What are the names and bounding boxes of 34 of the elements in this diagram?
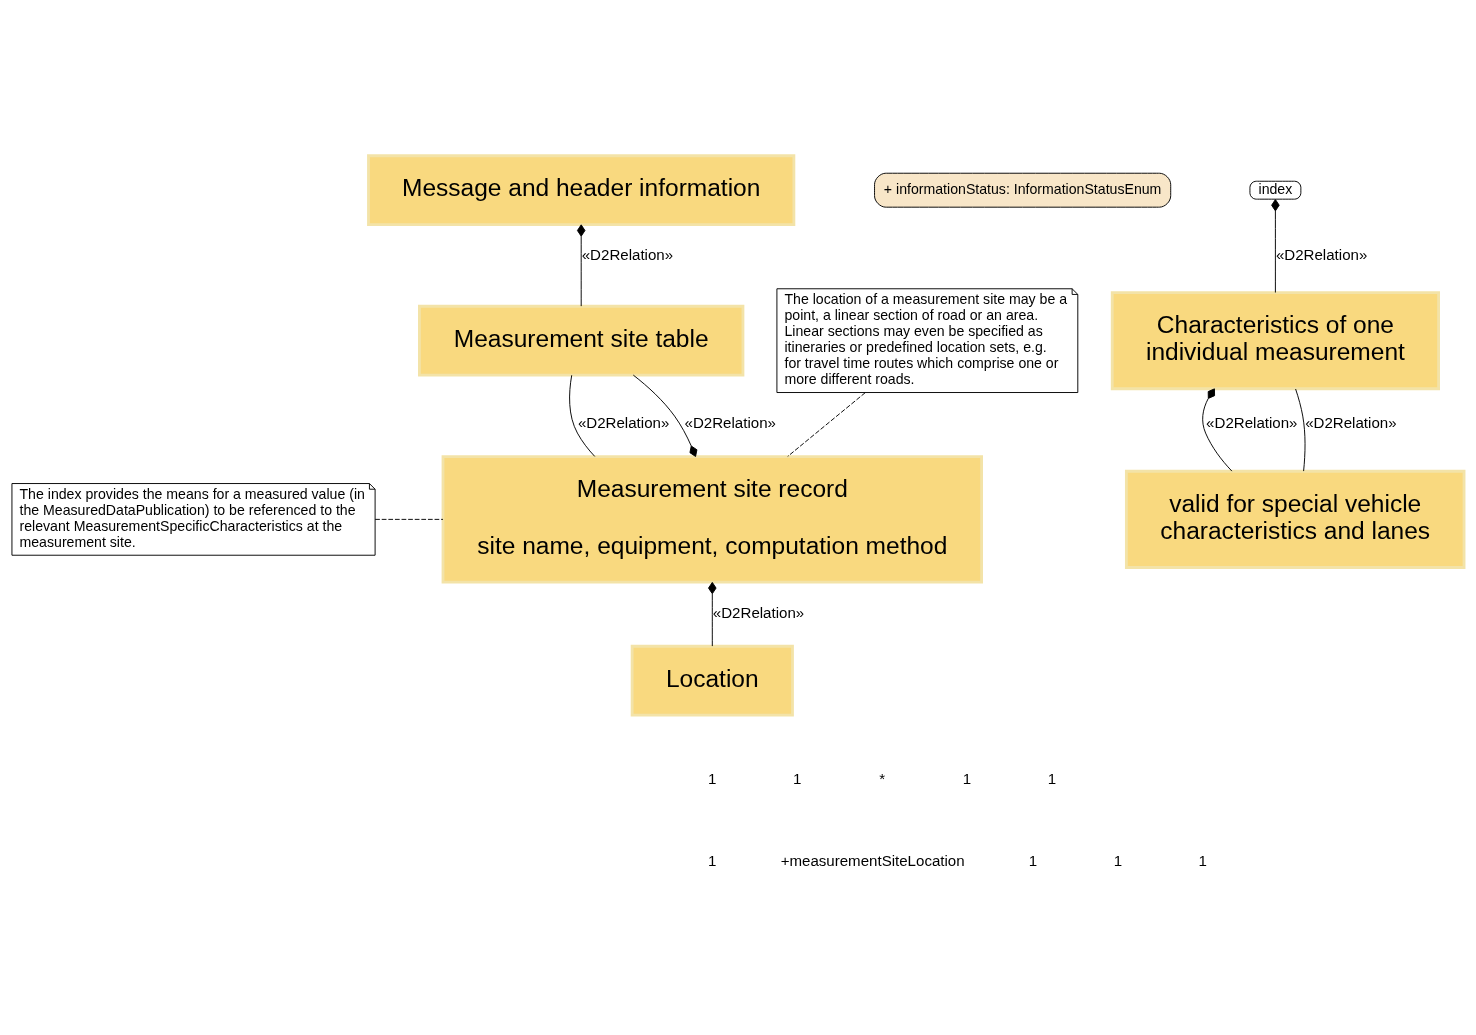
connector — [1202, 388, 1233, 472]
node-box: valid for special vehicle characteristics and lanes — [1124, 469, 1466, 569]
node-box: Characteristics of one individual measurement — [1110, 291, 1440, 391]
edge-label: «D2Relation» — [1305, 414, 1397, 432]
edge-label: «D2Relation» — [581, 246, 674, 264]
connector — [374, 518, 444, 520]
connector — [569, 374, 596, 457]
label: 1 — [792, 769, 802, 787]
edge-label: «D2Relation» — [1206, 414, 1298, 432]
label: 1 — [708, 769, 717, 787]
label: 1 — [708, 851, 717, 869]
edge-label: «D2Relation» — [1275, 246, 1368, 264]
node-box: Measurement site record site name, equipment, computation method — [441, 455, 983, 584]
node-box: Message and header information — [367, 154, 796, 227]
connector — [1271, 199, 1280, 293]
node-box: index — [1249, 180, 1302, 200]
edge-label: «D2Relation» — [577, 414, 670, 432]
node-box: Measurement site table — [418, 304, 745, 377]
edge-label: «D2Relation» — [712, 603, 805, 621]
label: +measurementSiteLocation — [780, 851, 965, 869]
node-box: Location — [630, 644, 794, 717]
label: 1 — [1113, 851, 1123, 869]
connector — [576, 224, 586, 307]
connector — [787, 392, 866, 457]
label: 1 — [962, 769, 972, 787]
connector — [632, 374, 698, 457]
label: 1 — [1047, 769, 1057, 787]
node-box: + informationStatus: InformationStatusEnum — [874, 172, 1172, 208]
edge-label: «D2Relation» — [684, 414, 776, 432]
label: * — [879, 769, 886, 787]
connector — [708, 581, 717, 647]
label: 1 — [1028, 851, 1038, 869]
connector — [1295, 388, 1306, 472]
label: 1 — [1198, 851, 1207, 869]
